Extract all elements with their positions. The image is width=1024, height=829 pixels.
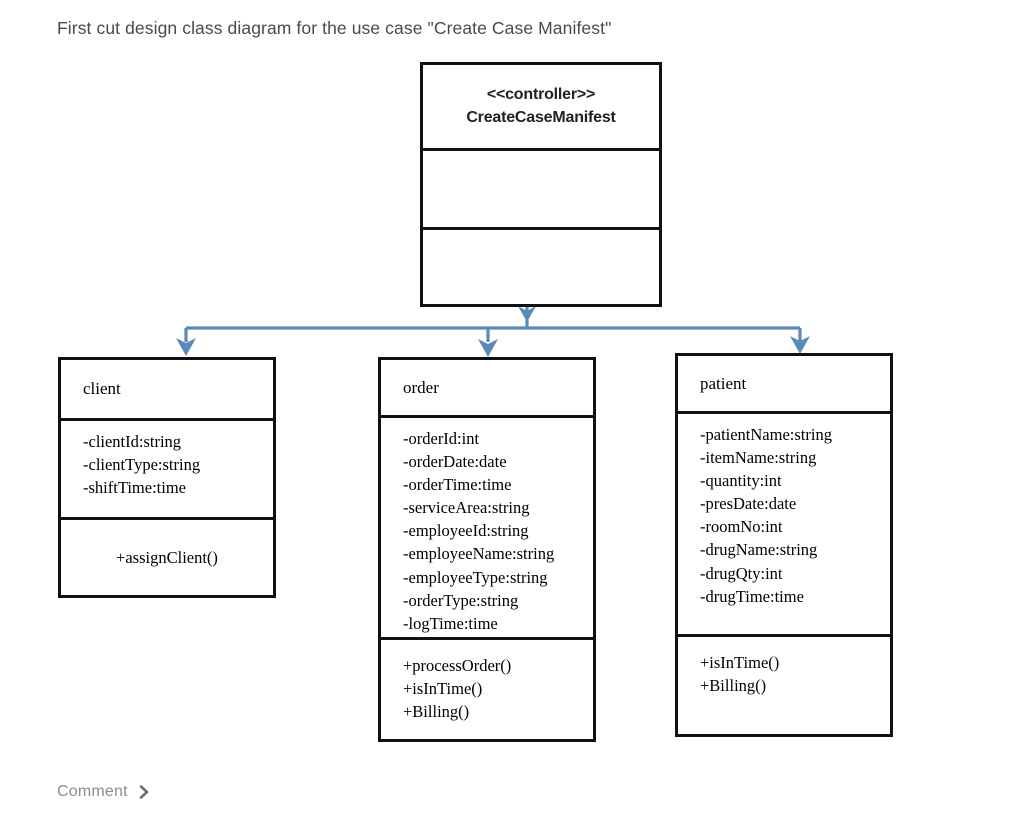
client-attribute: -clientId:string [83, 432, 182, 451]
order-attribute: -employeeType:string [403, 567, 548, 587]
comment-label: Comment [57, 783, 128, 800]
order-attribute: -logTime:time [403, 613, 498, 633]
controller-attributes-compartment [423, 148, 659, 227]
patient-attribute-list: -patientName:string -itemName:string -qu… [678, 414, 890, 614]
patient-attribute: -drugQty:int [700, 563, 783, 583]
order-attribute: -serviceArea:string [403, 498, 530, 518]
patient-attributes-compartment: -patientName:string -itemName:string -qu… [678, 411, 890, 634]
order-attribute: -orderDate:date [403, 452, 507, 472]
patient-attribute: -roomNo:int [700, 517, 783, 537]
client-attribute-list: -clientId:string -clientType:string -shi… [61, 421, 273, 505]
patient-attribute: -quantity:int [700, 471, 782, 491]
order-attribute: -orderTime:time [403, 475, 512, 495]
client-attribute: -shiftTime:time [83, 478, 186, 498]
controller-header: <<controller>> CreateCaseManifest [423, 65, 659, 148]
patient-method: +Billing() [700, 676, 767, 696]
order-method: +isInTime() [403, 679, 483, 699]
order-attribute: -orderType:string [403, 590, 519, 610]
client-methods-compartment: +assignClient() [61, 517, 273, 595]
client-class-name: client [83, 379, 121, 398]
order-methods-compartment: +processOrder() +isInTime() +Billing() [381, 637, 593, 739]
client-attributes-compartment: -clientId:string -clientType:string -shi… [61, 418, 273, 517]
patient-attribute: -drugTime:time [700, 586, 804, 606]
comment-button[interactable]: Comment [57, 783, 151, 801]
order-class-name: order [403, 377, 439, 397]
order-method: +Billing() [403, 702, 470, 722]
patient-attribute: -patientName:string [700, 425, 832, 444]
order-attributes-compartment: -orderId:int -orderDate:date -orderTime:… [381, 415, 593, 637]
uml-class-controller[interactable]: <<controller>> CreateCaseManifest [420, 62, 662, 307]
client-attribute: -clientType:string [83, 455, 201, 475]
patient-attribute: -presDate:date [700, 494, 797, 514]
order-method: +processOrder() [403, 656, 512, 675]
order-attribute: -employeeName:string [403, 544, 555, 564]
patient-method-list: +isInTime() +Billing() [678, 637, 890, 703]
controller-stereotype: <<controller>> [486, 85, 596, 103]
class-diagram: <<controller>> CreateCaseManifest client… [58, 62, 893, 742]
patient-attribute: -drugName:string [700, 540, 818, 560]
uml-class-patient[interactable]: patient -patientName:string -itemName:st… [675, 353, 893, 737]
order-method-list: +processOrder() +isInTime() +Billing() [381, 640, 593, 729]
uml-class-order[interactable]: order -orderId:int -orderDate:date -orde… [378, 357, 596, 742]
controller-methods-compartment [423, 227, 659, 304]
order-attribute-list: -orderId:int -orderDate:date -orderTime:… [381, 418, 593, 637]
patient-method: +isInTime() [700, 653, 780, 672]
patient-class-name: patient [700, 373, 747, 393]
controller-class-name: CreateCaseManifest [466, 108, 616, 126]
page-title: First cut design class diagram for the u… [57, 18, 612, 38]
order-attribute: -employeeId:string [403, 521, 529, 541]
client-method: +assignClient() [116, 547, 218, 567]
chevron-right-icon [137, 785, 151, 799]
patient-attribute: -itemName:string [700, 448, 817, 468]
patient-methods-compartment: +isInTime() +Billing() [678, 634, 890, 734]
order-attribute: -orderId:int [403, 429, 480, 448]
uml-class-client[interactable]: client -clientId:string -clientType:stri… [58, 357, 276, 598]
